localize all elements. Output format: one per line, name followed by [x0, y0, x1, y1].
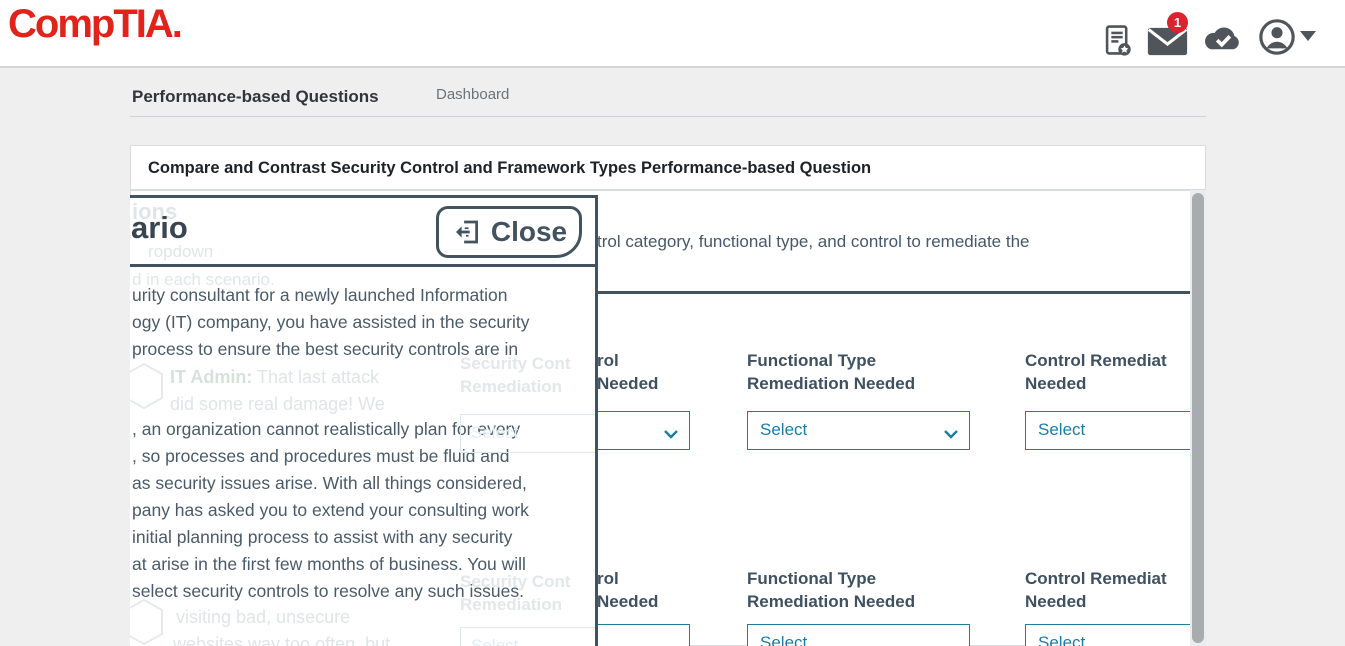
faint-chat-line: IT Admin: That last attack — [170, 367, 380, 387]
chevron-down-icon — [663, 426, 679, 444]
section-divider — [595, 291, 1190, 294]
comptia-logo[interactable]: CompTIA. — [8, 2, 183, 46]
scrollbar-thumb[interactable] — [1192, 193, 1204, 643]
modal-header-divider — [130, 264, 595, 267]
instructions-text-fragment: trol category, functional type, and cont… — [597, 232, 1030, 251]
faint-chat-line: did some real damage! We — [170, 394, 385, 414]
user-account-icon[interactable] — [1258, 18, 1296, 61]
breadcrumb-divider — [130, 116, 1206, 117]
faint-chat-line: websites way too often, but — [173, 634, 391, 646]
certificate-document-icon[interactable] — [1100, 22, 1134, 63]
dashboard-link[interactable]: Dashboard — [436, 86, 510, 103]
control-remediation-select-row2[interactable]: Select — [1025, 624, 1190, 646]
page-title: Performance-based Questions — [132, 87, 379, 106]
faint-heading-fragment: ions — [132, 199, 178, 224]
mail-notification-badge: 1 — [1167, 12, 1188, 33]
faint-dropdown-fragment: ropdown — [148, 242, 214, 261]
scenario-paragraph-2: , an organization cannot realistically p… — [132, 419, 529, 601]
cloud-check-icon[interactable] — [1202, 25, 1244, 60]
functional-type-select-row2[interactable]: Select — [747, 624, 970, 646]
control-remediation-select-row1[interactable]: Select — [1025, 411, 1190, 450]
faint-chat-line: visiting bad, unsecure — [176, 607, 351, 627]
scenario-modal: ions ario ropdown Close d in each scenar… — [130, 195, 598, 646]
question-card-title: Compare and Contrast Security Control an… — [148, 159, 872, 177]
mail-icon[interactable] — [1147, 27, 1188, 61]
faint-scenario-line-fragment: d in each scenario. — [132, 270, 275, 289]
faint-hexagon-avatar — [130, 362, 163, 410]
card-header-divider — [130, 189, 1206, 191]
chevron-down-icon[interactable] — [1300, 31, 1316, 41]
top-header — [0, 0, 1345, 68]
close-button[interactable]: Close — [436, 206, 582, 258]
chevron-down-icon — [943, 426, 959, 444]
exit-icon — [455, 220, 478, 244]
functional-type-select-row1[interactable]: Select — [747, 411, 970, 450]
scenario-modal-title: ario — [131, 210, 188, 245]
faint-select-fragment: Select — [460, 414, 595, 453]
scenario-paragraph-1: urity consultant for a newly launched In… — [132, 285, 530, 359]
faint-hexagon-avatar — [130, 598, 163, 646]
faint-select-fragment: Select — [460, 627, 595, 646]
